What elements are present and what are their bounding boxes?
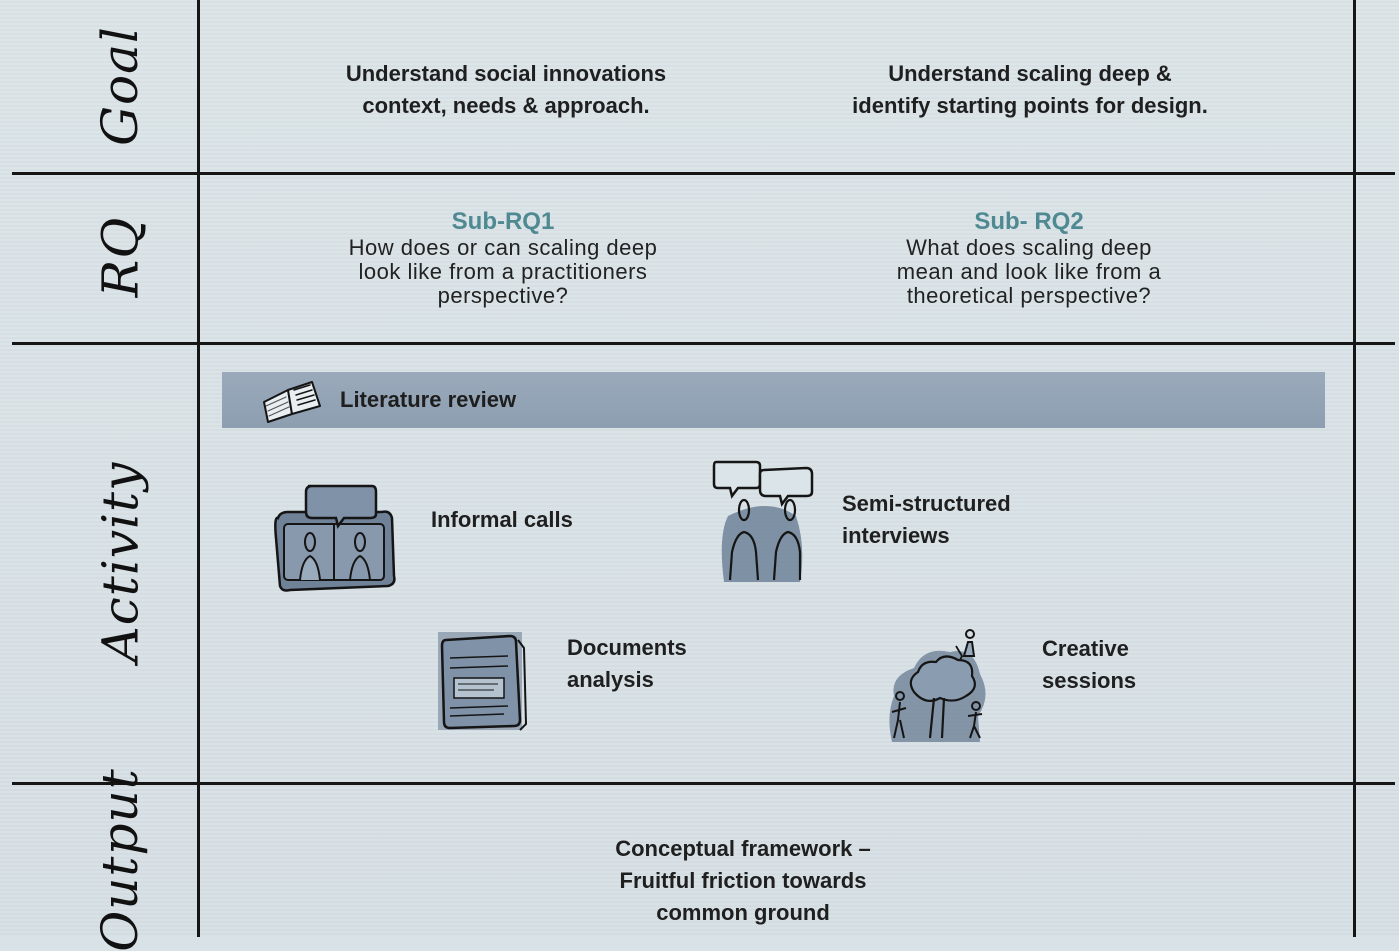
column-divider-right [1353,0,1356,937]
row-label-output: Output [40,768,200,951]
row-divider-3 [12,782,1395,785]
goal-left: Understand social innovations context, n… [283,58,729,122]
sub-rq2-line-1: What does scaling deep [906,235,1152,260]
column-divider-left [197,0,200,937]
semi-structured-label-line-2: interviews [842,523,950,548]
row-label-output-text: Output [91,767,149,951]
goal-right-line-1: Understand scaling deep & [888,61,1172,86]
document-stack-icon [438,632,528,731]
video-call-icon [274,484,396,592]
creative-label-line-1: Creative [1042,636,1129,661]
open-book-icon [263,381,321,423]
sub-rq2: Sub- RQ2 What does scaling deep mean and… [840,208,1218,308]
sub-rq1: Sub-RQ1 How does or can scaling deep loo… [296,208,710,308]
creative-label-line-2: sessions [1042,668,1137,693]
output-text: Conceptual framework – Fruitful friction… [500,833,986,929]
activity-documents-analysis: Documents analysis [434,628,687,734]
row-label-goal: Goal [40,0,200,172]
activity-semi-structured-interviews: Semi-structured interviews [708,456,1011,586]
output-line-1: Conceptual framework – [615,836,871,861]
creative-session-icon [889,629,986,742]
output-line-3: common ground [656,900,830,925]
goal-right: Understand scaling deep & identify start… [810,58,1250,122]
activity-creative-sessions: Creative sessions [884,616,1136,744]
sub-rq1-title: Sub-RQ1 [451,208,555,235]
sub-rq2-title: Sub- RQ2 [974,208,1084,235]
sub-rq2-line-3: theoretical perspective? [906,283,1152,308]
row-label-activity: Activity [40,342,200,782]
sub-rq1-line-3: perspective? [437,283,569,308]
sub-rq1-line-1: How does or can scaling deep [348,235,658,260]
literature-review-bar: Literature review [222,372,1325,428]
row-divider-2 [12,342,1395,345]
documents-label-line-2: analysis [567,667,654,692]
documents-label-line-1: Documents [567,635,687,660]
row-label-rq: RQ [40,172,200,342]
literature-review-label: Literature review [340,387,517,412]
row-divider-1 [12,172,1395,175]
informal-calls-label: Informal calls [431,507,573,532]
goal-left-line-2: context, needs & approach. [362,93,650,118]
output-line-2: Fruitful friction towards [619,868,867,893]
row-label-rq-text: RQ [90,216,149,298]
activity-informal-calls: Informal calls [270,478,573,594]
sub-rq1-line-2: look like from a practitioners [358,259,648,284]
semi-structured-label-line-1: Semi-structured [842,491,1011,516]
row-label-goal-text: Goal [90,26,149,146]
row-label-activity-text: Activity [91,461,149,663]
sub-rq2-line-2: mean and look like from a [896,259,1162,284]
interview-people-icon [712,460,814,582]
goal-left-line-1: Understand social innovations [345,61,667,86]
goal-right-line-2: identify starting points for design. [852,93,1208,118]
